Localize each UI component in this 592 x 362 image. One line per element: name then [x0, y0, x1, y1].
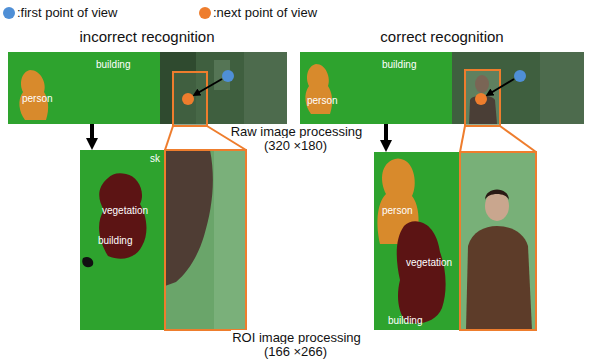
segmentation-map [80, 150, 165, 330]
column-title: correct recognition [332, 29, 552, 45]
camera-shade [540, 52, 584, 124]
column-title: incorrect recognition [37, 29, 257, 45]
legend-text: :next point of view [213, 6, 317, 20]
view-shift-arrow [196, 79, 222, 94]
camera-shade [214, 150, 246, 330]
legend-text: :first point of view [17, 6, 117, 20]
next-view-dot [475, 93, 487, 105]
person-hair [485, 190, 509, 201]
class-label: person [382, 206, 413, 216]
first-view-dot [222, 70, 234, 82]
person-body [466, 226, 532, 330]
image-panel: building person [300, 52, 584, 124]
person-region [305, 64, 332, 114]
class-label: sk [150, 154, 160, 164]
class-label: vegetation [406, 258, 452, 268]
image-panel: sk vegetation building [80, 150, 246, 330]
class-label: person [22, 94, 53, 104]
camera-image [165, 150, 246, 330]
segmentation-map [8, 52, 160, 124]
class-label: building [388, 316, 422, 326]
person-head [475, 75, 489, 93]
image-panel: building person [8, 52, 287, 124]
view-shift-arrow [489, 79, 514, 94]
class-label: person [307, 96, 338, 106]
legend-item: :first point of view [3, 6, 117, 20]
next-view-dot [182, 93, 194, 105]
stage-caption: Raw image processing (320 ×180) [226, 125, 366, 153]
segmentation-map [374, 152, 460, 330]
vegetation-region [397, 221, 446, 323]
class-label: vegetation [102, 206, 148, 216]
leader-line [500, 126, 536, 152]
roi-box [173, 72, 207, 126]
leader-line [165, 126, 173, 150]
vegetation-overlay [165, 150, 213, 286]
leader-line [460, 126, 465, 152]
flow-arrow [384, 124, 388, 146]
flow-arrow [90, 124, 94, 144]
first-view-dot [514, 70, 526, 82]
roi-frame [460, 152, 536, 330]
roi-box [465, 70, 500, 126]
class-label: building [98, 236, 132, 246]
segmentation-map [300, 52, 452, 124]
legend-swatch [199, 7, 211, 19]
legend-swatch [3, 7, 15, 19]
camera-shade [244, 52, 287, 124]
stage-caption: ROI image processing (166 ×266) [226, 331, 366, 359]
class-label: building [96, 60, 130, 70]
class-label: building [382, 60, 416, 70]
noise-region [82, 257, 93, 267]
image-panel: person vegetation building [374, 152, 536, 330]
camera-image [460, 152, 536, 330]
legend-item: :next point of view [199, 6, 317, 20]
roi-frame [165, 150, 246, 330]
